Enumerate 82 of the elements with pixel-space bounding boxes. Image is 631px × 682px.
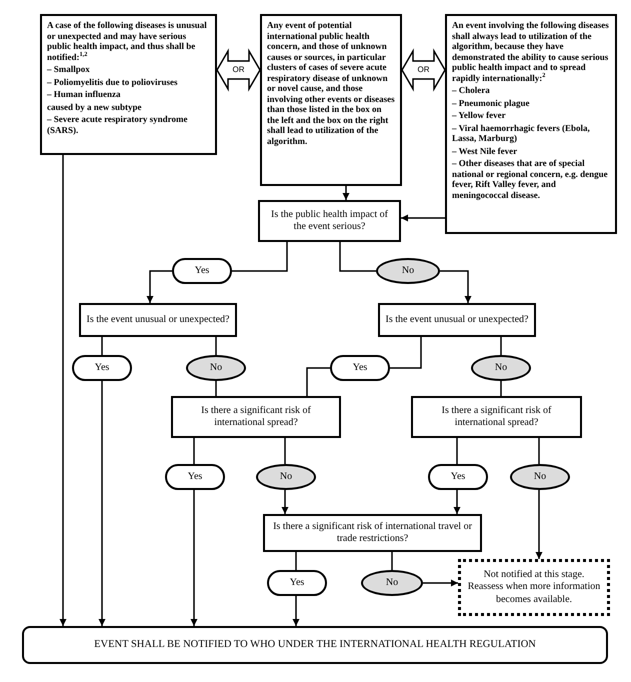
node-text: – Severe acute respiratory syndrome (SARS).	[47, 114, 188, 136]
connector-line	[391, 552, 393, 570]
arrow	[401, 214, 445, 222]
connector-line	[500, 337, 502, 355]
node-text: – Yellow fever	[452, 110, 507, 121]
edge-label: OR	[232, 66, 244, 74]
text-box	[445, 14, 617, 234]
question-box	[411, 396, 582, 438]
answer-pill	[267, 570, 327, 596]
node-text: Is the event unusual or unexpected?	[86, 314, 230, 326]
edge-label: OR	[418, 66, 430, 74]
question-box	[263, 514, 482, 552]
node-text: Is there a significant risk of international spread?	[200, 404, 312, 430]
node-text: No	[210, 362, 222, 374]
node-text: Yes	[352, 362, 368, 374]
node-text: A case of the following diseases is unusual or unexpected and may have serious public health impact, and thus shall be notified:$^{1,2}$	[47, 20, 208, 62]
node-text: Any event of potential international public health concern, and those of unknown causes or sources, in particular clusters of cases of severe acute respiratory disease of unknown or novel cause, and those involving other events or diseases than those listed in the box on the left and the box on the right shall lead to utilization of the algorithm.	[267, 20, 395, 146]
text-box	[40, 14, 217, 155]
outcome-box	[458, 559, 610, 616]
node-text: EVENT SHALL BE NOTIFIED TO WHO UNDER THE INTERNATIONAL HEALTH REGULATION	[94, 638, 536, 652]
arrow	[440, 270, 472, 303]
arrow	[342, 186, 350, 200]
connector-line	[295, 552, 297, 570]
question-box	[171, 396, 341, 438]
arrow	[282, 490, 288, 514]
node-text: – Viral haemorrhagic fevers (Ebola, Lassa, Marburg)	[452, 122, 591, 144]
arrow	[423, 580, 458, 586]
node-text: Is there a significant risk of international spread?	[440, 404, 552, 430]
arrow	[190, 490, 198, 626]
node-text: Yes	[188, 470, 202, 484]
text-box	[260, 14, 402, 186]
node-text: Is there a significant risk of international travel or trade restrictions?	[272, 520, 473, 546]
arrow	[454, 490, 460, 514]
node-text: No	[534, 470, 546, 484]
connector-line	[193, 438, 195, 464]
question-box	[79, 303, 237, 337]
node-text: No	[280, 470, 292, 484]
question-box	[378, 303, 536, 337]
node-text: Not notified at this stage. Reassess when more information becomes available.	[466, 569, 602, 606]
answer-pill	[165, 464, 225, 490]
node-text: – Smallpox	[47, 64, 91, 75]
answer-pill	[172, 258, 232, 284]
node-text: – Other diseases that are of special national or regional concern, e.g. dengue fever, Rift Valley fever, and meningococcal disease.	[452, 158, 609, 200]
node-text: – Pneumonic plague	[452, 98, 531, 108]
arrow	[536, 490, 542, 559]
connector-line	[538, 438, 540, 464]
connector-line	[339, 242, 376, 272]
node-text: Yes	[450, 470, 466, 484]
connector-line	[284, 438, 286, 464]
outcome-box	[22, 626, 608, 664]
node-text: – Cholera	[452, 85, 491, 96]
arrow	[98, 381, 106, 626]
arrow	[60, 155, 66, 626]
answer-pill	[72, 355, 132, 381]
node-text: No	[386, 576, 398, 590]
connector-line	[390, 337, 422, 369]
double-arrow	[216, 48, 261, 92]
answer-pill	[428, 464, 488, 490]
connector-line	[232, 242, 288, 272]
node-text: caused by a new subtype	[47, 102, 143, 112]
node-text: – Poliomyelitis due to polioviruses	[47, 76, 178, 88]
node-text: – West Nile fever	[452, 146, 518, 156]
arrow	[292, 596, 300, 626]
arrow	[146, 270, 172, 303]
node-text: Yes	[290, 576, 304, 590]
answer-pill	[330, 355, 390, 381]
node-text: – Human influenza	[47, 89, 122, 100]
double-arrow	[401, 48, 446, 92]
node-text: No	[494, 362, 508, 374]
connector-line	[456, 438, 458, 464]
question-box	[258, 200, 401, 242]
connector-line	[101, 337, 103, 355]
connector-line	[215, 337, 217, 355]
node-text: Yes	[194, 264, 210, 278]
connector-line	[500, 381, 502, 396]
node-text: An event involving the following diseases shall always lead to utilization of the algorithm, because they have demonstrated the ability to cause serious public health impact and to spread rapidly internationally:$^{2}$	[452, 20, 610, 84]
node-text: No	[402, 264, 414, 278]
node-text: Is the event unusual or unexpected?	[385, 314, 528, 326]
node-text: Yes	[94, 362, 110, 374]
connector-line	[306, 367, 330, 396]
node-text: Is the public health impact of the event serious?	[270, 208, 389, 234]
connector-line	[215, 381, 217, 396]
